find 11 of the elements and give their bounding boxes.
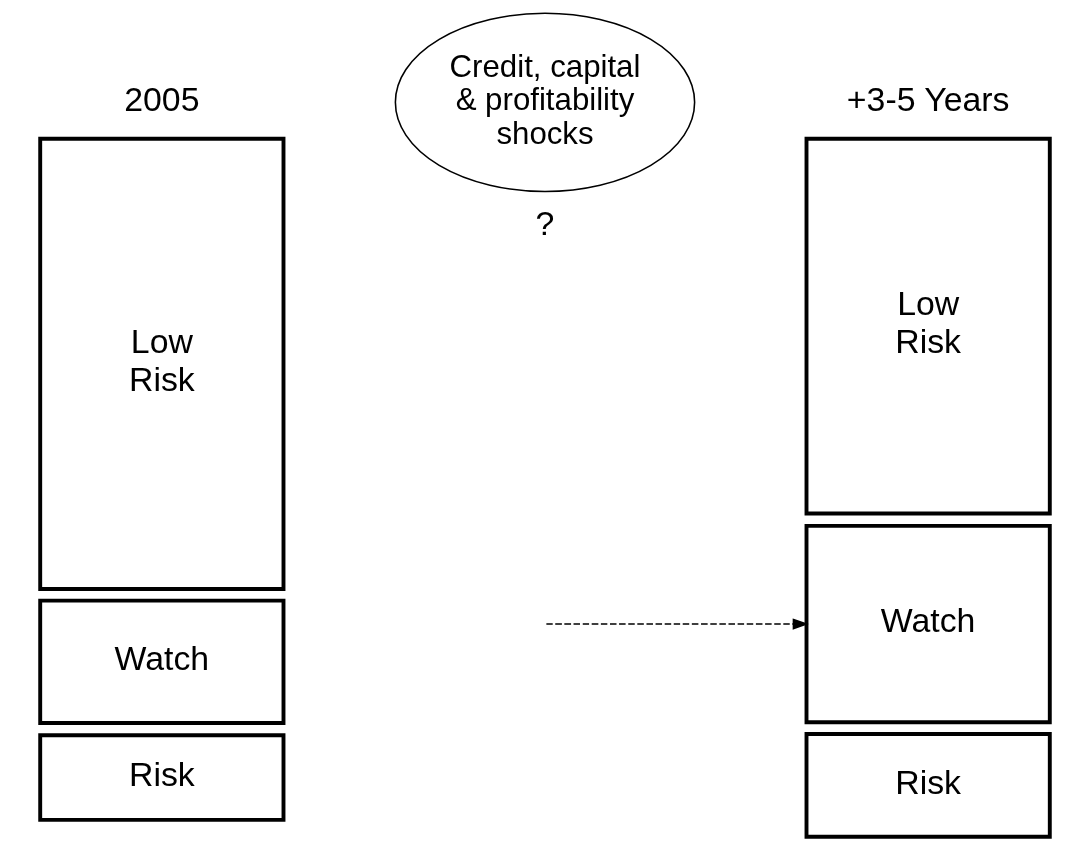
node-box: Low Risk [38, 136, 286, 591]
node-box: Watch [804, 523, 1052, 725]
node-box: Watch [38, 598, 286, 725]
arrow [545, 618, 809, 630]
node-ellipse: Credit, capital & profitability shocks [394, 12, 696, 193]
node-box: Risk [804, 732, 1052, 839]
label: +3-5 Years [846, 79, 1010, 118]
label: 2005 [124, 79, 200, 118]
node-box: Low Risk [804, 136, 1052, 516]
label: ? [535, 204, 555, 243]
node-box: Risk [38, 733, 286, 822]
